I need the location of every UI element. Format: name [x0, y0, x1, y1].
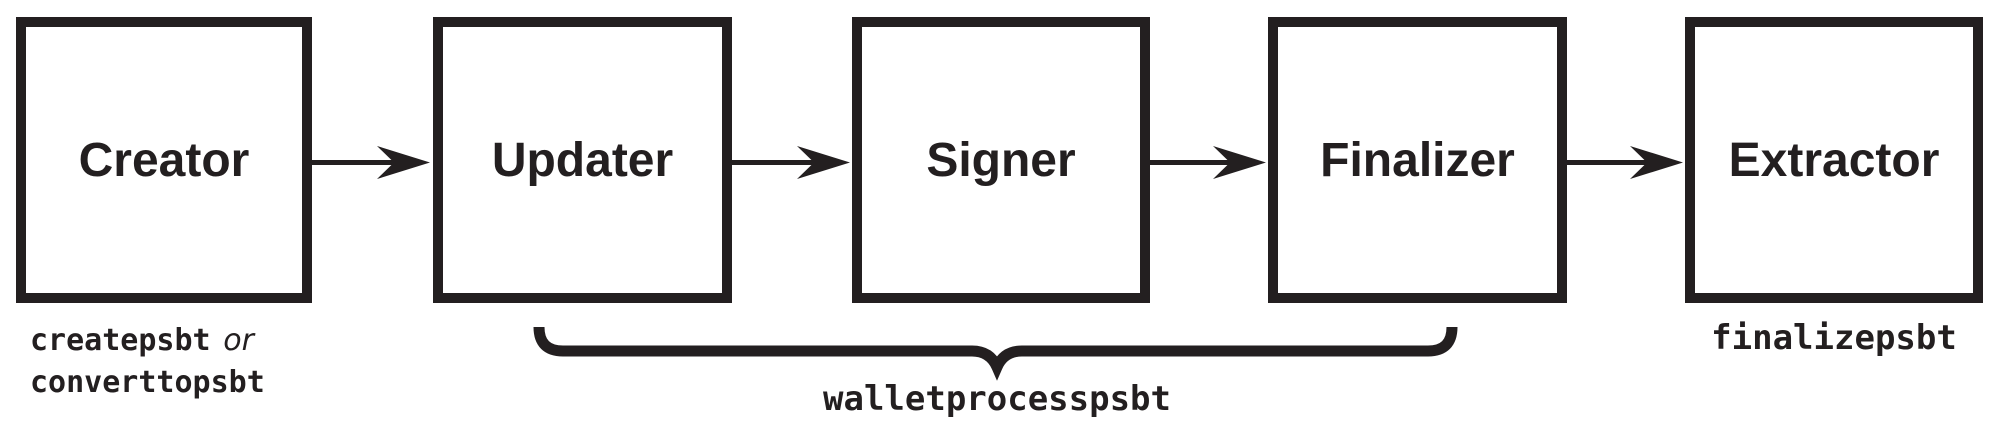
stage-box-updater: Updater: [433, 17, 732, 303]
wallet-process-rpc-annotation: walletprocesspsbt: [823, 379, 1171, 419]
creator-rpc-annotation: createpsbt or converttopsbt: [30, 320, 265, 404]
stage-box-signer: Signer: [852, 17, 1150, 303]
wallet-process-brace: [533, 326, 1458, 381]
stage-label-finalizer: Finalizer: [1320, 133, 1515, 187]
stage-label-updater: Updater: [491, 133, 674, 187]
stage-box-finalizer: Finalizer: [1268, 17, 1567, 303]
creator-rpc-line-1: createpsbt or: [30, 320, 265, 362]
stage-label-extractor: Extractor: [1728, 133, 1940, 187]
creator-rpc-line-2: converttopsbt: [30, 365, 265, 400]
flow-arrow-creator-updater-icon: [312, 146, 430, 179]
stage-box-extractor: Extractor: [1685, 17, 1983, 303]
extractor-rpc-annotation: finalizepsbt: [1711, 318, 1957, 358]
stage-box-creator: Creator: [16, 17, 312, 303]
flow-arrow-finalizer-extractor-icon: [1567, 146, 1683, 179]
creator-rpc-createpsbt: createpsbt: [30, 323, 211, 358]
flow-arrow-signer-finalizer-icon: [1150, 146, 1266, 179]
stage-label-creator: Creator: [78, 133, 250, 187]
flow-arrow-updater-signer-icon: [732, 146, 850, 179]
stage-label-signer: Signer: [926, 133, 1076, 187]
creator-rpc-or: or: [223, 323, 254, 358]
